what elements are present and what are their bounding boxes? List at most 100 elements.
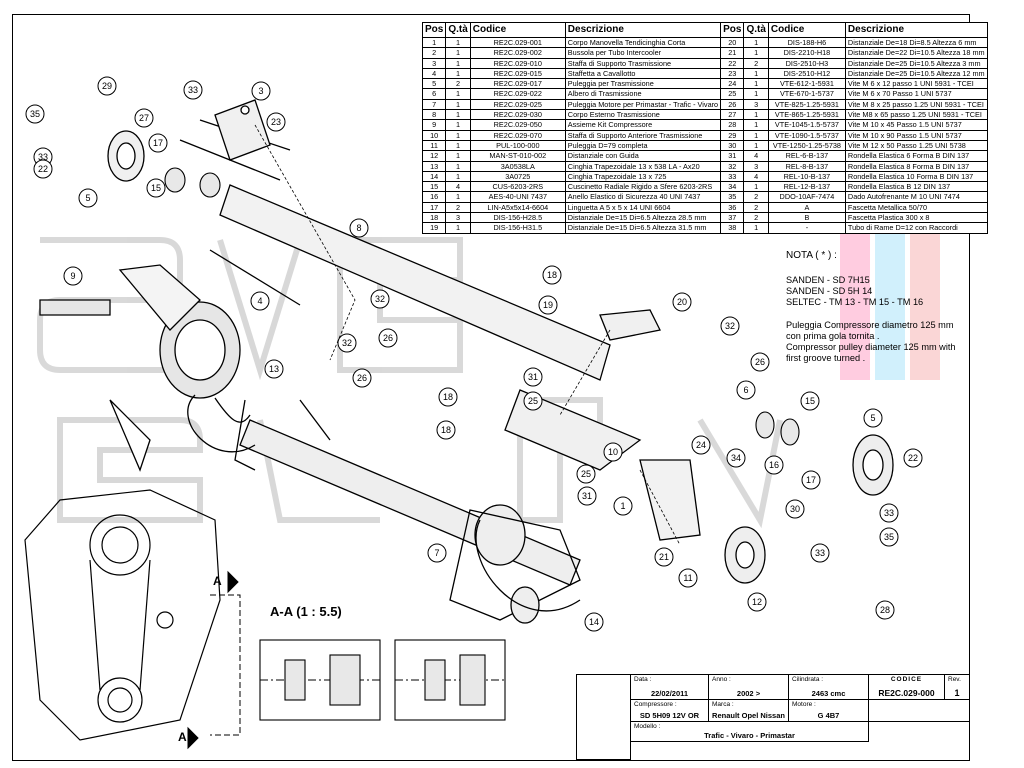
cell-qta-2: 1 bbox=[743, 181, 769, 193]
callout-number: 30 bbox=[790, 504, 800, 514]
leader-lines bbox=[254, 124, 681, 546]
callout-bubble: 19 bbox=[538, 295, 558, 315]
callout-bubble: 18 bbox=[438, 387, 458, 407]
callout-bubble: 5 bbox=[863, 408, 883, 428]
cell-descrizione: Puleggia per Trasmissione bbox=[564, 78, 722, 90]
callout-bubble: 11 bbox=[678, 568, 698, 588]
cell-codice-2: DIS-188-H6 bbox=[767, 36, 846, 49]
cell-qta-2: 1 bbox=[743, 88, 769, 100]
cell-codice: 3A0725 bbox=[469, 170, 566, 183]
cell-codice: CUS-6203-2RS bbox=[469, 181, 566, 193]
callout-bubble: 16 bbox=[764, 455, 784, 475]
callout-bubble: 25 bbox=[576, 464, 596, 484]
tb-modello: Modello : Trafic - Vivaro - Primastar bbox=[631, 722, 869, 742]
callout-number: 8 bbox=[356, 223, 361, 233]
cell-codice-2: DIS-2210-H18 bbox=[767, 47, 846, 59]
cell-codice-2: VTE-865-1.25-5931 bbox=[767, 109, 846, 121]
cell-qta: 1 bbox=[445, 191, 471, 203]
callout-number: 5 bbox=[85, 193, 90, 203]
cell-codice: LIN-A5x5x14-6604 bbox=[469, 201, 566, 214]
callout-bubble: 28 bbox=[875, 600, 895, 620]
callout-bubble: 5 bbox=[78, 188, 98, 208]
cell-descrizione-2: Dado Autofrenante M 10 UNI 7474 bbox=[844, 191, 988, 203]
cell-pos: 13 bbox=[421, 160, 447, 172]
cell-descrizione: Staffetta a Cavallotto bbox=[564, 67, 722, 80]
tb-cilindrata-label: Cilindrata : bbox=[792, 676, 824, 683]
callout-bubble: 21 bbox=[654, 547, 674, 567]
callout-bubble: 32 bbox=[370, 289, 390, 309]
cell-descrizione-2: Distanziale De=18 Di=8.5 Altezza 6 mm bbox=[844, 36, 988, 49]
callout-number: 3 bbox=[258, 86, 263, 96]
callout-bubble: 24 bbox=[691, 435, 711, 455]
cell-pos: 11 bbox=[421, 139, 447, 152]
cell-codice-2: VTE-612-1-5931 bbox=[767, 78, 846, 90]
cell-codice: RE2C.029-010 bbox=[469, 57, 566, 69]
cell-qta: 1 bbox=[445, 129, 471, 141]
cell-codice: PUL-100-000 bbox=[469, 139, 566, 152]
callout-number: 23 bbox=[271, 117, 281, 127]
cell-descrizione-2: Rondella Elastica B 12 DIN 137 bbox=[844, 181, 988, 193]
callout-number: 26 bbox=[755, 357, 765, 367]
callout-number: 35 bbox=[30, 109, 40, 119]
cell-pos: 8 bbox=[421, 109, 447, 121]
callout-number: 21 bbox=[659, 552, 669, 562]
callout-bubble: 34 bbox=[726, 448, 746, 468]
tb-compressore: Compressore : SD 5H09 12V OR bbox=[631, 700, 709, 722]
cell-qta: 1 bbox=[445, 160, 471, 172]
callout-number: 9 bbox=[70, 271, 75, 281]
cell-codice-2: REL-8-B-137 bbox=[767, 160, 846, 172]
cell-pos: 19 bbox=[421, 222, 447, 234]
tb-compressore-label: Compressore : bbox=[634, 701, 677, 708]
cell-codice-2: DIS-2510-H12 bbox=[767, 67, 846, 80]
cell-codice: RE2C.029-070 bbox=[469, 129, 566, 141]
cell-pos-2: 33 bbox=[720, 170, 745, 183]
cell-descrizione: Puleggia Motore per Primastar - Trafic -… bbox=[564, 98, 722, 111]
cell-qta-2: 2 bbox=[743, 57, 769, 69]
nota-title: NOTA ( * ) : bbox=[786, 250, 837, 261]
bearings-15-left bbox=[164, 167, 221, 198]
tb-codice-value: RE2C.029-000 bbox=[878, 688, 935, 698]
cell-pos: 5 bbox=[421, 78, 447, 90]
cell-codice: DIS-156-H31.5 bbox=[469, 222, 566, 234]
nota-italian: Puleggia Compressore diametro 125 mm con… bbox=[786, 320, 954, 341]
callout-number: 17 bbox=[806, 475, 816, 485]
header-codice: Codice bbox=[469, 22, 566, 38]
cell-qta-2: 4 bbox=[743, 150, 769, 162]
cell-pos-2: 23 bbox=[720, 67, 745, 80]
cell-descrizione-2: Vite M 12 x 50 Passo 1.25 UNI 5738 bbox=[844, 139, 988, 152]
header-pos-2: Pos bbox=[720, 22, 745, 38]
callout-bubble: 25 bbox=[523, 391, 543, 411]
tb-rev-value: 1 bbox=[954, 688, 960, 698]
cell-qta-2: 1 bbox=[743, 67, 769, 80]
cell-codice-2: VTE-1090-1.5-5737 bbox=[767, 129, 846, 141]
callout-bubble: 31 bbox=[577, 486, 597, 506]
cell-codice: RE2C.029-025 bbox=[469, 98, 566, 111]
nota-block: NOTA ( * ) : SANDEN - SD 7H15 SANDEN - S… bbox=[786, 250, 966, 368]
cell-pos-2: 36 bbox=[720, 201, 745, 214]
cell-pos: 15 bbox=[421, 181, 447, 193]
cell-qta: 1 bbox=[445, 119, 471, 131]
callout-number: 34 bbox=[731, 453, 741, 463]
cell-qta-2: 1 bbox=[743, 129, 769, 141]
cell-descrizione: Staffa di Supporto Trasmissione bbox=[564, 57, 722, 69]
callout-number: 15 bbox=[151, 183, 161, 193]
callout-number: 33 bbox=[38, 152, 48, 162]
cell-pos-2: 22 bbox=[720, 57, 745, 69]
cell-descrizione-2: Distanziale De=25 Di=10.5 Altezza 3 mm bbox=[844, 57, 988, 69]
cell-qta-2: 3 bbox=[743, 160, 769, 172]
cell-qta: 4 bbox=[445, 181, 471, 193]
callout-bubble: 29 bbox=[97, 76, 117, 96]
cell-qta: 1 bbox=[445, 88, 471, 100]
cell-descrizione: Distanziale con Guida bbox=[564, 150, 722, 162]
parts-table-header: Pos Q.tà Codice Descrizione Pos Q.tà Cod… bbox=[421, 22, 988, 38]
cell-qta-2: 1 bbox=[743, 47, 769, 59]
cell-descrizione: Linguetta A 5 x 5 x 14 UNI 6604 bbox=[564, 201, 722, 214]
callout-bubble: 33 bbox=[810, 543, 830, 563]
cell-descrizione: Cuscinetto Radiale Rigido a Sfere 6203-2… bbox=[564, 181, 722, 193]
